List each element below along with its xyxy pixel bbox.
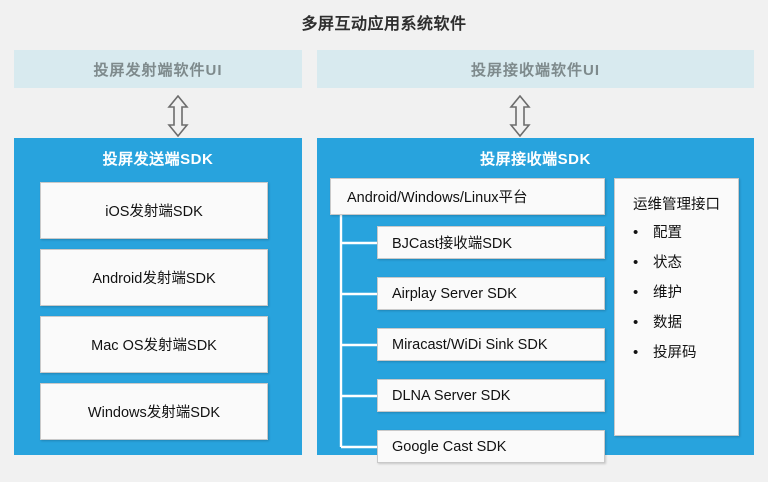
sender-double-arrow-icon [167, 94, 189, 138]
receiver-ui-strip: 投屏接收端软件UI [317, 50, 754, 88]
sender-panel-title: 投屏发送端SDK [102, 151, 214, 168]
ops-item-label: 数据 [653, 315, 682, 331]
receiver-sdk-panel: 投屏接收端SDK Android/Windows/Linux平台 BJCast接… [317, 138, 754, 463]
sender-ui-label: 投屏发射端软件UI [93, 61, 223, 79]
bullet-icon: • [633, 284, 639, 301]
receiver-sdk-label: Airplay Server SDK [392, 285, 517, 302]
receiver-sdk-label: Miracast/WiDi Sink SDK [392, 336, 548, 353]
receiver-sdk-label: BJCast接收端SDK [392, 236, 513, 252]
ops-item-label: 配置 [653, 225, 682, 241]
ops-item-label: 状态 [653, 255, 682, 271]
page-title: 多屏互动应用系统软件 [301, 16, 467, 33]
receiver-platform-label: Android/Windows/Linux平台 [347, 190, 528, 206]
receiver-sdk-box-miracast[interactable]: Miracast/WiDi Sink SDK [377, 328, 605, 361]
receiver-sdk-box-dlna[interactable]: DLNA Server SDK [377, 379, 605, 412]
ops-item-label: 投屏码 [653, 345, 697, 361]
sender-sdk-box-android[interactable]: Android发射端SDK [40, 249, 268, 306]
ops-item[interactable]: • 维护 [629, 278, 738, 308]
receiver-platform-box[interactable]: Android/Windows/Linux平台 [330, 178, 605, 215]
receiver-panel-title: 投屏接收端SDK [480, 151, 591, 168]
sender-sdk-box-ios[interactable]: iOS发射端SDK [40, 182, 268, 239]
ops-management-panel[interactable]: 运维管理接口 • 配置 • 状态 • 维护 • 数据 [614, 178, 739, 436]
ops-item[interactable]: • 配置 [629, 218, 738, 248]
ops-panel-title: 运维管理接口 [633, 197, 720, 213]
bullet-icon: • [633, 344, 639, 361]
sender-sdk-label: Mac OS发射端SDK [91, 338, 217, 354]
receiver-ui-label: 投屏接收端软件UI [470, 61, 600, 79]
receiver-double-arrow-icon [509, 94, 531, 138]
ops-item[interactable]: • 数据 [629, 308, 738, 338]
ops-item-label: 维护 [653, 285, 682, 301]
receiver-sdk-label: DLNA Server SDK [392, 387, 511, 404]
sender-sdk-box-windows[interactable]: Windows发射端SDK [40, 383, 268, 440]
receiver-sdk-box-airplay[interactable]: Airplay Server SDK [377, 277, 605, 310]
bullet-icon: • [633, 254, 639, 271]
receiver-sdk-box-googlecast[interactable]: Google Cast SDK [377, 430, 605, 463]
sender-sdk-label: Android发射端SDK [92, 271, 216, 287]
receiver-sdk-box-bjcast[interactable]: BJCast接收端SDK [377, 226, 605, 259]
sender-sdk-box-macos[interactable]: Mac OS发射端SDK [40, 316, 268, 373]
receiver-sdk-label: Google Cast SDK [392, 438, 507, 455]
sender-sdk-label: Windows发射端SDK [87, 405, 221, 421]
sender-ui-strip: 投屏发射端软件UI [14, 50, 302, 88]
ops-item[interactable]: • 投屏码 [629, 338, 738, 368]
sender-sdk-label: iOS发射端SDK [105, 204, 203, 220]
ops-item[interactable]: • 状态 [629, 248, 738, 278]
bullet-icon: • [633, 314, 639, 331]
sender-sdk-panel: 投屏发送端SDK iOS发射端SDK Android发射端SDK Mac OS发… [14, 138, 302, 455]
ops-item-list: • 配置 • 状态 • 维护 • 数据 • 投屏码 [615, 218, 738, 368]
bullet-icon: • [633, 224, 639, 241]
